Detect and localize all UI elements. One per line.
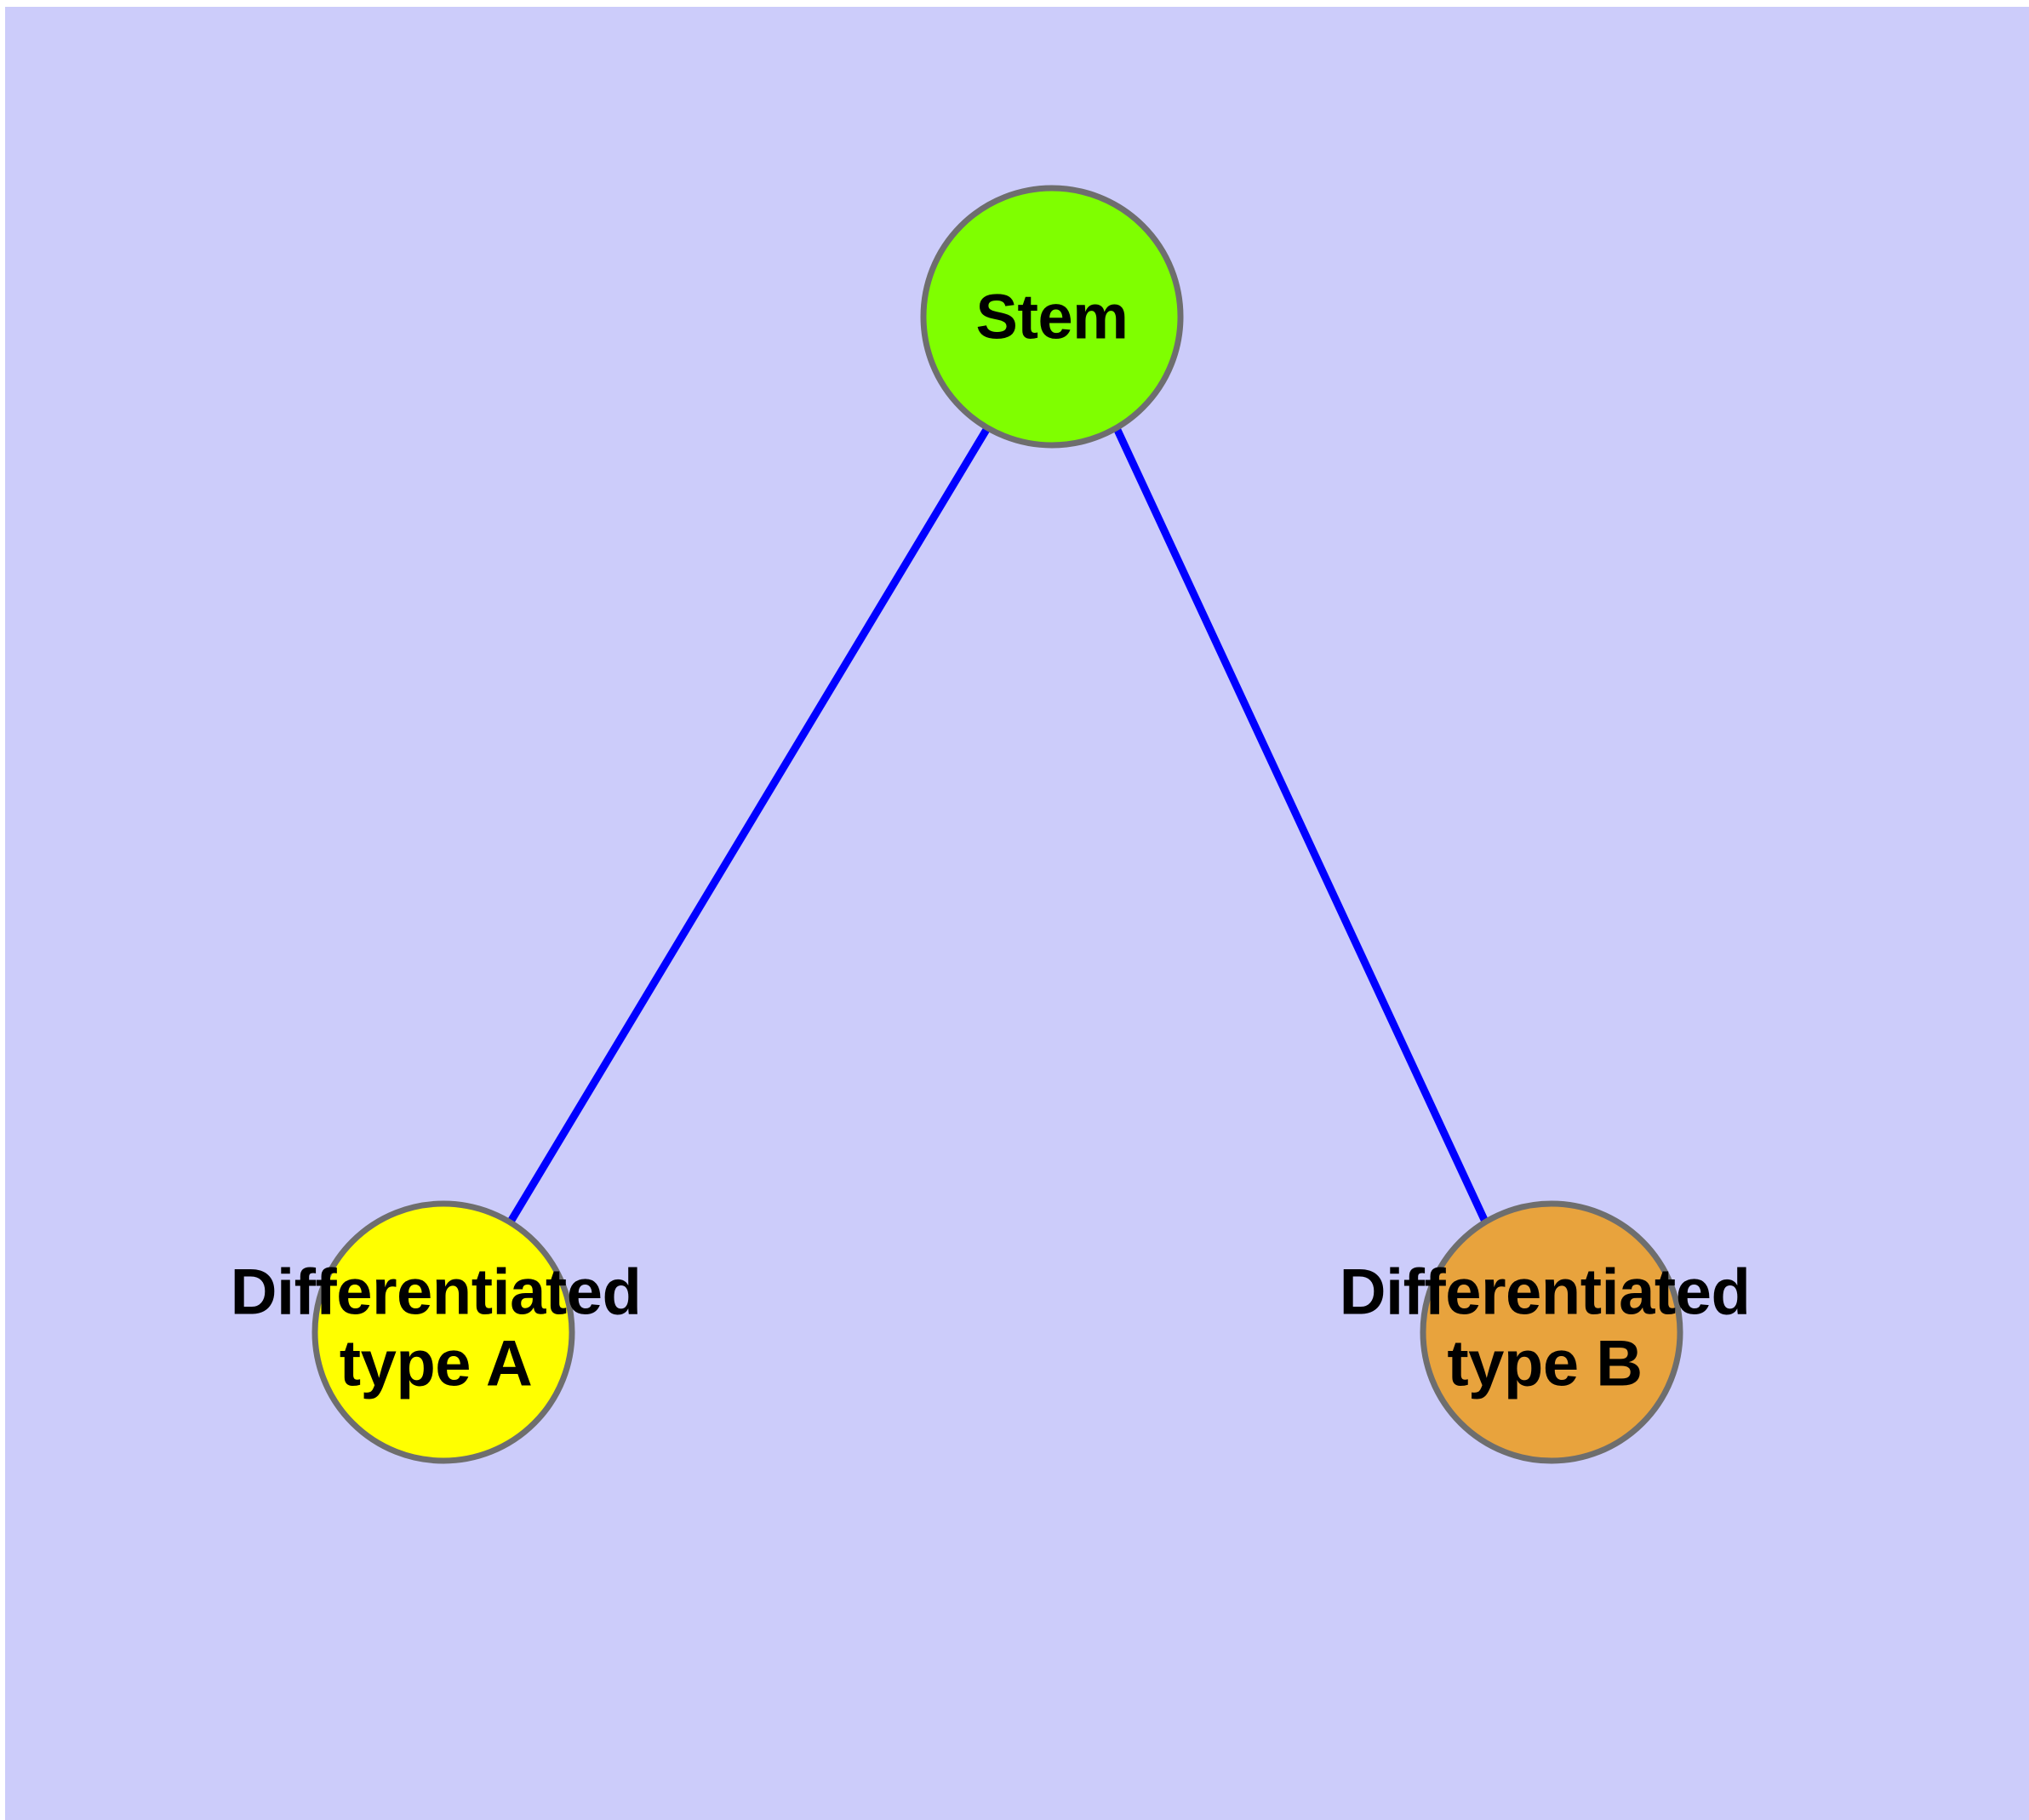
node-circle-differentiated-type-a[interactable] bbox=[311, 1200, 575, 1464]
edge-stem-to-differentiated-type-a bbox=[507, 426, 991, 1224]
node-circle-differentiated-type-b[interactable] bbox=[1420, 1200, 1683, 1464]
node-layer bbox=[311, 185, 1683, 1464]
edge-stem-to-differentiated-type-b bbox=[1112, 426, 1489, 1223]
edge-layer bbox=[507, 426, 1489, 1224]
node-circle-stem[interactable] bbox=[920, 185, 1184, 449]
